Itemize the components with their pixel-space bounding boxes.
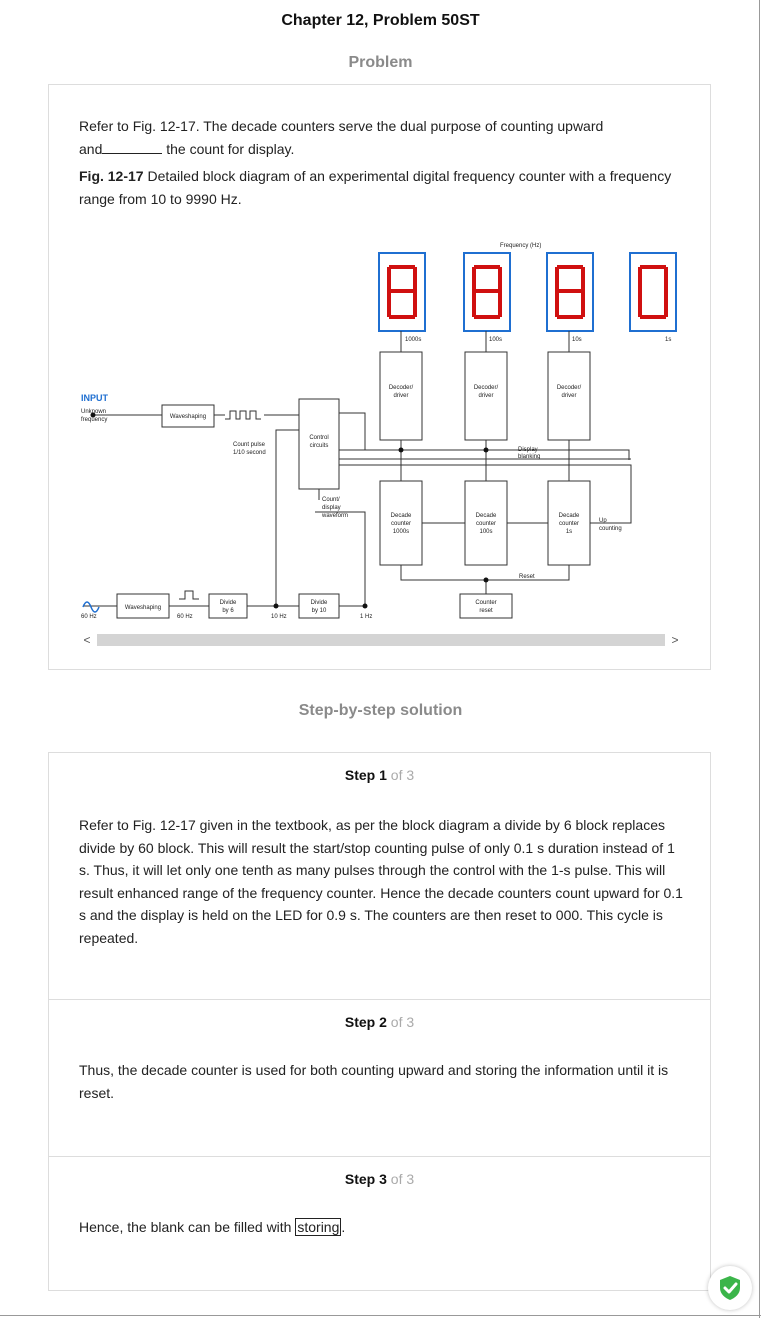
step-3-text-before: Hence, the blank can be filled with [79, 1219, 296, 1235]
reset-label: Reset [519, 574, 535, 580]
digit-label-10s: 10s [572, 337, 582, 343]
digit-label-1s: 1s [665, 337, 671, 343]
decoder-1s-label-2: driver [561, 393, 576, 399]
step-3-title: Step 3 of 3 [49, 1171, 710, 1187]
solution-heading: Step-by-step solution [298, 702, 463, 719]
decoder-1000s-label-2: driver [393, 393, 408, 399]
divide-by-10-label-1: Divide [311, 600, 328, 606]
scroll-right-button[interactable]: > [671, 633, 679, 647]
decoder-100s-label-2: driver [478, 393, 493, 399]
step-1-card: Step 1 of 3 Refer to Fig. 12-17 given in… [48, 752, 711, 1000]
waveshaping-top-label: Waveshaping [170, 414, 206, 420]
count-pulse-label-2: 1/10 second [233, 450, 266, 456]
single-pulse-icon [179, 590, 199, 600]
step-1-word: Step [344, 767, 376, 783]
hz1-label: 1 Hz [360, 614, 372, 620]
hz10-label: 10 Hz [271, 614, 287, 620]
figure-caption-text: Detailed block diagram of an experimenta… [79, 168, 672, 207]
step-1-of-total: of 3 [390, 767, 415, 783]
counter-1000s-label-1: Decade [391, 513, 412, 519]
problem-text-part2: the count for display. [162, 141, 295, 157]
step-2-of-total: of 3 [390, 1014, 415, 1030]
junction-dot [483, 447, 489, 453]
counter-1000s-label-3: 1000s [393, 529, 409, 535]
right-border-line [759, 0, 760, 1318]
hz60-mid-label: 60 Hz [177, 614, 193, 620]
waveshaping-bottom-label: Waveshaping [125, 605, 161, 611]
counter-1s-label-1: Decade [559, 513, 580, 519]
decoder-1s-label-1: Decoder/ [557, 385, 582, 391]
counter-100s-label-3: 100s [479, 529, 492, 535]
count-pulse-label-1: Count pulse [233, 442, 266, 448]
scrollbar-track[interactable] [97, 634, 665, 646]
step-3-text-after: . [341, 1219, 346, 1235]
step-3-word: Step [344, 1171, 376, 1187]
answer-box: storing [295, 1218, 342, 1236]
problem-card: Refer to Fig. 12-17. The decade counters… [48, 84, 711, 670]
divide-by-6-label-2: by 6 [222, 608, 234, 614]
figure-caption: Fig. 12-17 Detailed block diagram of an … [79, 165, 689, 211]
junction-dot [273, 603, 279, 609]
hz60-left-label: 60 Hz [81, 614, 97, 620]
unknown-frequency-label-2: frequency [81, 417, 107, 423]
block-diagram: INPUT Unknown frequency Waveshaping Coun… [75, 225, 687, 625]
counter-100s-label-1: Decade [476, 513, 497, 519]
problem-text: Refer to Fig. 12-17. The decade counters… [79, 115, 689, 161]
counter-1s-label-3: 1s [566, 529, 572, 535]
frequency-label: Frequency (Hz) [500, 243, 541, 249]
input-label: INPUT [81, 393, 109, 403]
step-1-title: Step 1 of 3 [49, 767, 710, 783]
security-shield-button[interactable] [708, 1266, 752, 1310]
divide-by-10-label-2: by 10 [312, 608, 327, 614]
problem-text-and: and [79, 141, 103, 157]
counter-100s-label-2: counter [476, 521, 496, 527]
display-blanking-label-1: Display [518, 447, 538, 453]
figure-label: Fig. 12-17 [79, 168, 144, 184]
pulse-train-icon [225, 410, 261, 420]
unknown-frequency-label-1: Unknown [81, 409, 106, 415]
counter-reset-label-2: reset [479, 608, 493, 614]
step-1-text: Refer to Fig. 12-17 given in the textboo… [79, 817, 683, 946]
decoder-100s-label-1: Decoder/ [474, 385, 499, 391]
digit-label-100s: 100s [489, 337, 502, 343]
bottom-border-line [0, 1315, 761, 1316]
decoder-1000s-label-1: Decoder/ [389, 385, 414, 391]
step-2-number: 2 [379, 1014, 387, 1030]
scroll-left-button[interactable]: < [83, 633, 91, 647]
chapter-title: Chapter 12, Problem 50ST [281, 12, 480, 29]
divide-by-6-label-1: Divide [220, 600, 237, 606]
counter-1000s-label-2: counter [391, 521, 411, 527]
shield-check-icon [720, 1276, 740, 1300]
input-node-icon [90, 412, 96, 418]
up-counting-label-2: counting [599, 526, 622, 532]
fill-in-blank [102, 140, 163, 154]
step-3-number: 3 [379, 1171, 387, 1187]
horizontal-scrollbar[interactable]: < > [79, 631, 684, 649]
junction-dot [398, 447, 404, 453]
step-2-word: Step [344, 1014, 376, 1030]
control-circuits-label-1: Control [309, 435, 328, 441]
problem-text-part1: Refer to Fig. 12-17. The decade counters… [79, 118, 604, 134]
counter-reset-label-1: Counter [475, 600, 496, 606]
step-3-text: Hence, the blank can be filled with stor… [79, 1216, 684, 1239]
step-2-card: Step 2 of 3 Thus, the decade counter is … [48, 999, 711, 1157]
waveform-label-2: display [322, 505, 341, 511]
digit-label-1000s: 1000s [405, 337, 421, 343]
waveform-label-3: waveform [321, 513, 348, 519]
step-2-text: Thus, the decade counter is used for bot… [79, 1062, 669, 1101]
junction-dot [362, 603, 368, 609]
display-blanking-label-2: blanking [518, 454, 540, 460]
junction-dot [483, 577, 489, 583]
control-circuits-label-2: circuits [310, 443, 329, 449]
block-diagram-svg: INPUT Unknown frequency Waveshaping Coun… [81, 243, 677, 620]
waveform-label-1: Count/ [322, 497, 340, 503]
sine-wave-icon [82, 601, 100, 613]
step-3-card: Step 3 of 3 Hence, the blank can be fill… [48, 1156, 711, 1291]
problem-heading: Problem [348, 54, 413, 71]
counter-1s-label-2: counter [559, 521, 579, 527]
step-3-of-total: of 3 [390, 1171, 415, 1187]
step-2-title: Step 2 of 3 [49, 1014, 710, 1030]
up-counting-label-1: Up [599, 518, 607, 524]
step-1-number: 1 [379, 767, 387, 783]
